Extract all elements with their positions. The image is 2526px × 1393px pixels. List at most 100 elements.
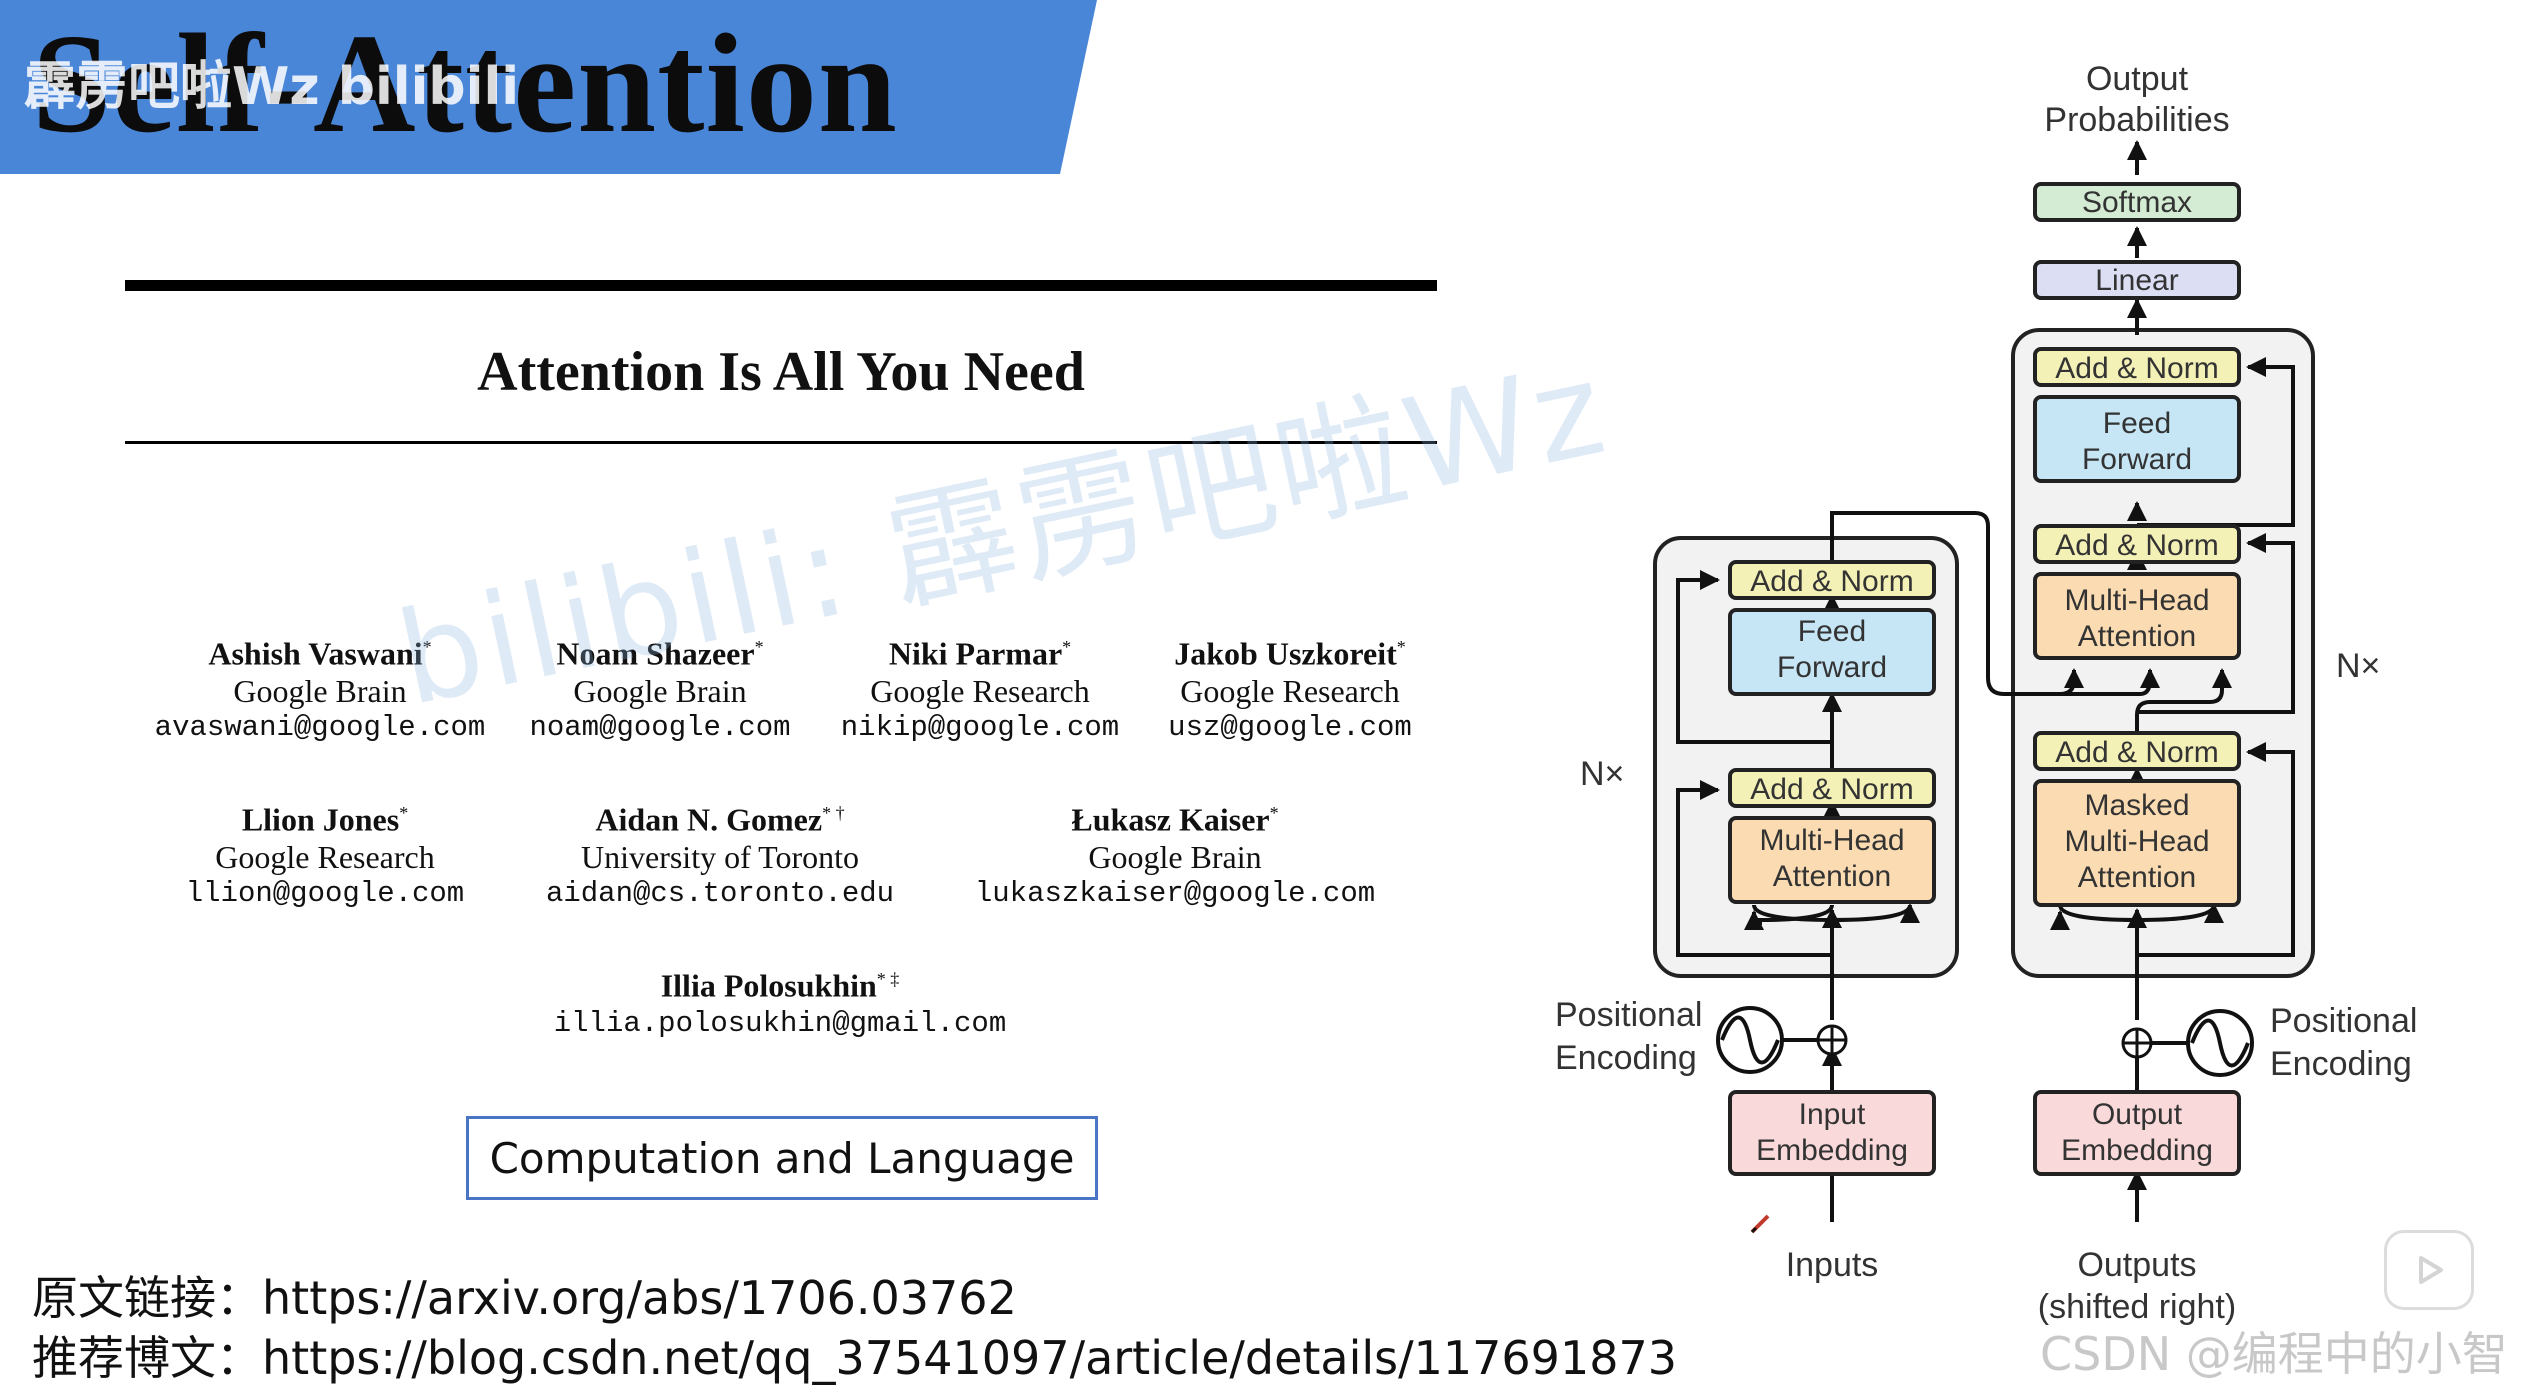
author-email[interactable]: llion@google.com	[185, 876, 465, 910]
linear-label: Linear	[2095, 264, 2178, 297]
author-block: Illia Polosukhin* ‡ illia.polosukhin@gma…	[540, 960, 1020, 1043]
author-affiliation: University of Toronto	[580, 838, 860, 875]
dec-add-norm-2-label: Add & Norm	[2055, 529, 2218, 562]
author-affiliation: Google Research	[870, 672, 1090, 709]
author-name: Llion Jones	[241, 801, 400, 838]
dec-add-norm-3	[2033, 347, 2241, 387]
author-block: Aidan N. Gomez* † University of Toronto …	[530, 794, 910, 913]
input-emb-label-1: Input	[1799, 1098, 1866, 1131]
enc-add-norm-2	[1728, 560, 1936, 600]
author-mark: *	[1396, 637, 1406, 657]
author-mark: * †	[822, 803, 845, 823]
enc-feed-forward	[1728, 608, 1936, 696]
blog-link-url[interactable]: https://blog.csdn.net/qq_37541097/articl…	[262, 1331, 1678, 1385]
csdn-watermark: CSDN @编程中的小智	[2040, 1327, 2508, 1381]
title-rule-bottom	[125, 441, 1437, 444]
dec-ff-label-2: Forward	[2082, 443, 2192, 476]
enc-ff-label-2: Forward	[1777, 651, 1887, 684]
dec-add-norm-2	[2033, 524, 2241, 564]
play-triangle-icon	[2419, 1256, 2443, 1284]
author-name: Niki Parmar	[888, 635, 1063, 672]
masked-label-1: Masked	[2084, 789, 2189, 822]
inputs-label: Inputs	[1786, 1246, 1879, 1284]
title-rule-top	[125, 280, 1437, 291]
author-mark: *	[1269, 803, 1279, 823]
author-affiliation: Google Research	[1180, 672, 1400, 709]
enc-add-norm-2-label: Add & Norm	[1750, 565, 1913, 598]
pen-cursor-icon	[1750, 1214, 1770, 1234]
author-affiliation: Google Brain	[233, 672, 407, 709]
softmax-box	[2033, 182, 2241, 222]
author-email[interactable]: usz@google.com	[1168, 710, 1412, 744]
enc-ff-label-1: Feed	[1798, 615, 1866, 648]
blog-link-row: 推荐博文：https://blog.csdn.net/qq_37541097/a…	[32, 1322, 1677, 1388]
banner-shape	[0, 0, 1097, 174]
output-embedding	[2033, 1090, 2241, 1176]
author-mark: *	[399, 803, 409, 823]
linear-box	[2033, 260, 2241, 300]
dec-pos-label-1: Positional	[2270, 1002, 2417, 1040]
author-mark: *	[1062, 637, 1072, 657]
masked-label-3: Attention	[2078, 861, 2196, 894]
author-name: Ashish Vaswani	[208, 635, 423, 672]
bilibili-watermark: 霹雳吧啦Wz bilibili	[24, 57, 520, 117]
dec-add-norm-1	[2033, 731, 2241, 771]
author-affiliation: Google Research	[215, 838, 435, 875]
enc-add-norm-1	[1728, 768, 1936, 808]
author-email[interactable]: nikip@google.com	[840, 710, 1120, 744]
author-block: Niki Parmar* Google Research nikip@googl…	[830, 628, 1130, 747]
dec-ff-label-1: Feed	[2103, 407, 2171, 440]
author-name: Jakob Uszkoreit	[1174, 635, 1397, 672]
author-block: Ashish Vaswani* Google Brain avaswani@go…	[150, 628, 490, 747]
author-email[interactable]: avaswani@google.com	[154, 710, 486, 744]
enc-pos-label-1: Positional	[1555, 996, 1702, 1034]
encoder-block	[1653, 536, 1959, 978]
author-email[interactable]: aidan@cs.toronto.edu	[545, 876, 895, 910]
output-probs-label-1: Output	[2086, 60, 2189, 98]
title-banner: Self-Attention 霹雳吧啦Wz bilibili	[0, 0, 1100, 174]
author-affiliation: Google Brain	[573, 672, 747, 709]
original-link-row: 原文链接：https://arxiv.org/abs/1706.03762	[32, 1262, 1017, 1328]
author-email[interactable]: noam@google.com	[529, 710, 791, 744]
output-emb-label-2: Embedding	[2061, 1134, 2213, 1167]
dec-multi-head-attention	[2033, 572, 2241, 660]
author-email[interactable]: lukaszkaiser@google.com	[974, 876, 1376, 910]
dec-mha-label-1: Multi-Head	[2064, 584, 2209, 617]
author-email[interactable]: illia.polosukhin@gmail.com	[553, 1006, 1007, 1040]
play-icon[interactable]	[2384, 1230, 2474, 1310]
author-block: Llion Jones* Google Research llion@googl…	[170, 794, 480, 913]
slide-title: Self-Attention	[32, 4, 898, 162]
dec-masked-attention	[2033, 779, 2241, 907]
author-name: Noam Shazeer	[556, 635, 755, 672]
enc-add-norm-1-label: Add & Norm	[1750, 773, 1913, 806]
input-emb-label-2: Embedding	[1756, 1134, 1908, 1167]
dec-pos-label-2: Encoding	[2270, 1045, 2412, 1083]
outputs-label-2: (shifted right)	[2038, 1288, 2236, 1326]
masked-label-2: Multi-Head	[2064, 825, 2209, 858]
author-name: Aidan N. Gomez	[595, 801, 823, 838]
original-link-url[interactable]: https://arxiv.org/abs/1706.03762	[262, 1271, 1017, 1325]
original-link-label: 原文链接：	[32, 1271, 262, 1325]
author-block: Jakob Uszkoreit* Google Research usz@goo…	[1150, 628, 1430, 747]
enc-nx-label: N×	[1580, 755, 1624, 793]
enc-mha-label-2: Attention	[1773, 860, 1891, 893]
dec-add-norm-1-label: Add & Norm	[2055, 736, 2218, 769]
dec-nx-label: N×	[2336, 647, 2380, 685]
enc-pos-label-2: Encoding	[1555, 1039, 1697, 1077]
enc-mha-label-1: Multi-Head	[1759, 824, 1904, 857]
outputs-label-1: Outputs	[2077, 1246, 2196, 1284]
author-affiliation: Google Brain	[1088, 838, 1262, 875]
category-box: Computation and Language	[466, 1116, 1098, 1200]
author-mark: *	[422, 637, 432, 657]
author-name: Łukasz Kaiser	[1071, 801, 1270, 838]
blog-link-label: 推荐博文：	[32, 1331, 262, 1385]
output-emb-label-1: Output	[2092, 1098, 2183, 1131]
enc-multi-head-attention	[1728, 816, 1936, 904]
author-block: Noam Shazeer* Google Brain noam@google.c…	[520, 628, 800, 747]
dec-add-norm-3-label: Add & Norm	[2055, 352, 2218, 385]
author-mark: *	[754, 637, 764, 657]
output-probs-label-2: Probabilities	[2044, 101, 2229, 139]
author-name: Illia Polosukhin	[660, 967, 877, 1004]
paper-title: Attention Is All You Need	[477, 341, 1085, 403]
